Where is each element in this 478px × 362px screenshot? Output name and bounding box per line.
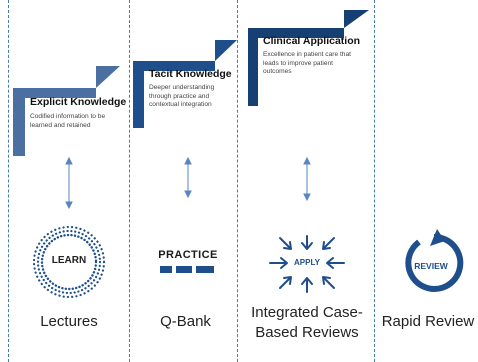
practice-bars-icon bbox=[160, 266, 214, 273]
step3-bracket bbox=[248, 10, 369, 106]
step3-title: Clinical Application bbox=[263, 35, 361, 47]
arrow-2 bbox=[184, 156, 192, 199]
learn-label: LEARN bbox=[51, 255, 87, 266]
step1-description: Codified information to be learned and r… bbox=[30, 113, 106, 129]
review-label: REVIEW bbox=[414, 261, 448, 271]
step3-description: Excellence in patient care that leads to… bbox=[263, 51, 351, 76]
step2-description: Deeper understanding through practice an… bbox=[149, 84, 215, 109]
review-icon bbox=[405, 229, 464, 292]
column-label-qbank: Q-Bank bbox=[160, 313, 211, 330]
column-label-lectures: Lectures bbox=[40, 313, 98, 330]
practice-label: PRACTICE bbox=[158, 249, 218, 261]
divider-3 bbox=[237, 0, 238, 362]
step2-bracket bbox=[133, 40, 237, 128]
divider-2 bbox=[129, 0, 130, 362]
divider-4 bbox=[374, 0, 375, 362]
step1-bracket bbox=[13, 66, 120, 156]
divider-1 bbox=[8, 0, 9, 362]
case-reviews-line1: Integrated Case- bbox=[251, 304, 363, 321]
column-label-case-reviews: Integrated Case- Based Reviews bbox=[240, 303, 374, 344]
step1-title: Explicit Knowledge bbox=[30, 96, 127, 108]
column-label-rapid-review: Rapid Review bbox=[381, 313, 475, 330]
arrow-1 bbox=[65, 156, 73, 210]
apply-label: APPLY bbox=[294, 258, 320, 267]
step2-title: Tacit Knowledge bbox=[149, 68, 232, 80]
arrow-3 bbox=[303, 156, 311, 202]
learn-icon bbox=[32, 225, 106, 299]
case-reviews-line2: Based Reviews bbox=[255, 324, 359, 342]
apply-arrows-icon bbox=[269, 235, 345, 293]
